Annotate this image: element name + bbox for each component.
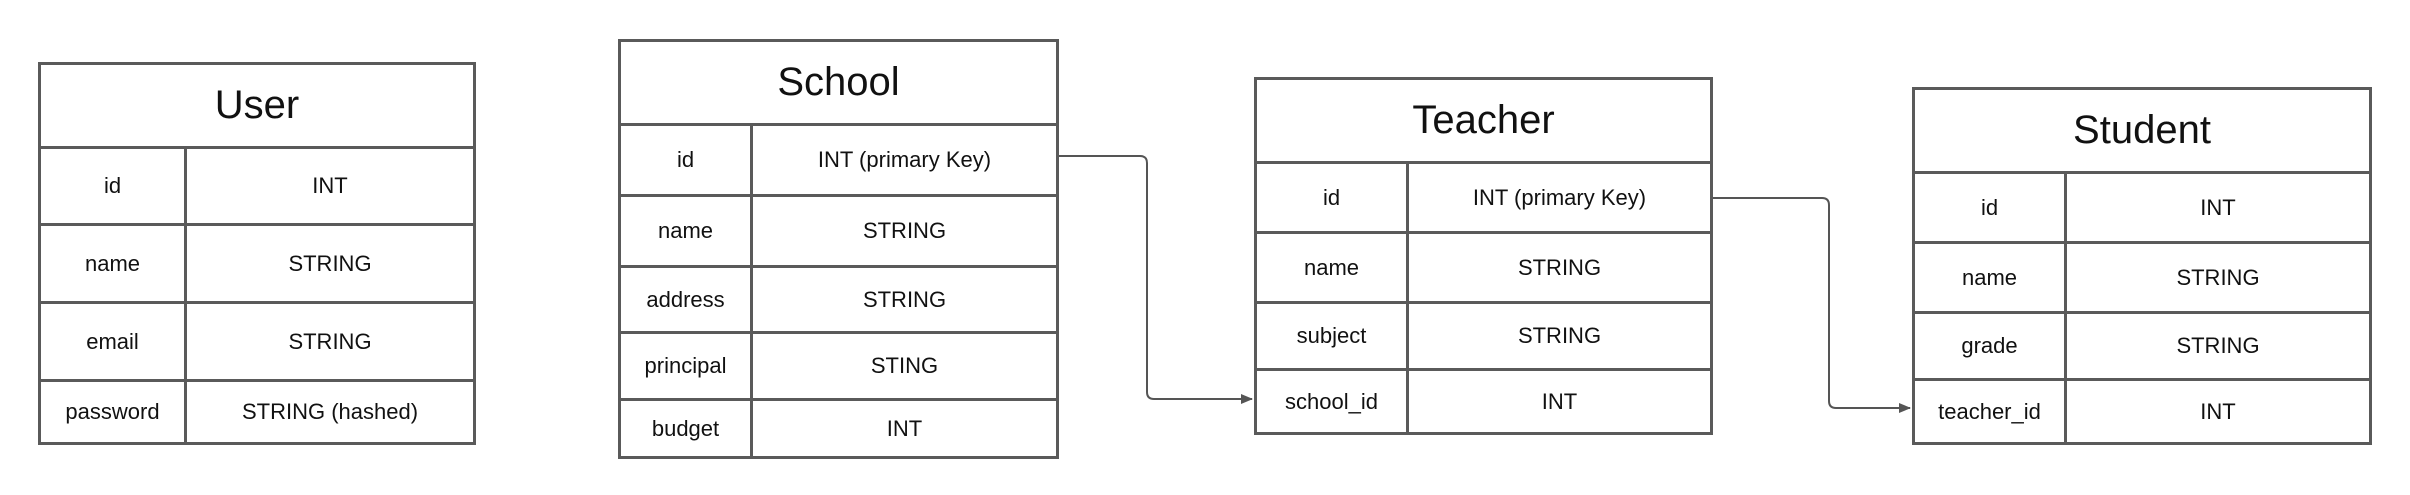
field-type: STRING xyxy=(288,250,372,276)
field-type: INT xyxy=(1541,388,1578,414)
field-type: STRING xyxy=(288,328,372,354)
entity-user[interactable]: User id INT name STRING email STRING pas… xyxy=(38,62,476,445)
entity-teacher[interactable]: Teacher id INT (primary Key) name STRING… xyxy=(1254,77,1713,435)
field-type: INT (primary Key) xyxy=(1472,184,1647,210)
table-row: name STRING xyxy=(621,197,1056,268)
field-name: grade xyxy=(1915,314,2067,378)
field-type: STRING xyxy=(2176,333,2260,358)
field-name: principal xyxy=(621,334,753,398)
table-row: id INT xyxy=(41,149,473,226)
entity-student[interactable]: Student id INT name STRING grade STRING … xyxy=(1912,87,2372,445)
field-name: address xyxy=(621,268,753,331)
field-type: STRING (hashed) xyxy=(241,399,419,424)
entity-title: Teacher xyxy=(1257,80,1710,164)
table-row: school_id INT xyxy=(1257,371,1710,432)
field-name: password xyxy=(41,382,187,442)
field-type: INT xyxy=(2200,194,2236,220)
table-row: name STRING xyxy=(1915,244,2369,314)
field-type: STRING xyxy=(862,218,947,243)
field-name: name xyxy=(621,197,753,265)
table-row: email STRING xyxy=(41,304,473,382)
table-row: id INT (primary Key) xyxy=(621,126,1056,197)
field-type: INT (primary Key) xyxy=(817,147,992,172)
field-name: subject xyxy=(1257,304,1409,368)
table-row: subject STRING xyxy=(1257,304,1710,371)
entity-title: Student xyxy=(1915,90,2369,174)
table-row: id INT (primary Key) xyxy=(1257,164,1710,234)
field-type: STRING xyxy=(1517,323,1602,348)
table-row: teacher_id INT xyxy=(1915,381,2369,442)
table-row: address STRING xyxy=(621,268,1056,334)
field-name: school_id xyxy=(1257,371,1409,432)
field-name: budget xyxy=(621,401,753,456)
entity-title: User xyxy=(41,65,473,149)
connector-school-teacher xyxy=(1059,155,1253,404)
field-type: STRING xyxy=(862,286,947,312)
field-name: id xyxy=(621,126,753,194)
field-type: STRING xyxy=(1517,254,1602,280)
table-row: budget INT xyxy=(621,401,1056,456)
field-name: name xyxy=(41,226,187,301)
field-name: name xyxy=(1915,244,2067,311)
field-name: id xyxy=(1257,164,1409,231)
table-row: principal STING xyxy=(621,334,1056,401)
entity-school[interactable]: School id INT (primary Key) name STRING … xyxy=(618,39,1059,459)
table-row: id INT xyxy=(1915,174,2369,244)
field-type: INT xyxy=(886,415,923,441)
field-name: id xyxy=(41,149,187,223)
table-row: grade STRING xyxy=(1915,314,2369,381)
field-type: INT xyxy=(312,173,348,198)
field-type: INT xyxy=(2200,398,2236,424)
field-name: id xyxy=(1915,174,2067,241)
field-type: STING xyxy=(870,353,939,378)
connector-teacher-student xyxy=(1713,197,1911,413)
table-row: name STRING xyxy=(41,226,473,304)
field-name: teacher_id xyxy=(1915,381,2067,442)
field-name: name xyxy=(1257,234,1409,301)
table-row: password STRING (hashed) xyxy=(41,382,473,442)
field-type: STRING xyxy=(2176,264,2260,290)
field-name: email xyxy=(41,304,187,379)
entity-title: School xyxy=(621,42,1056,126)
table-row: name STRING xyxy=(1257,234,1710,304)
